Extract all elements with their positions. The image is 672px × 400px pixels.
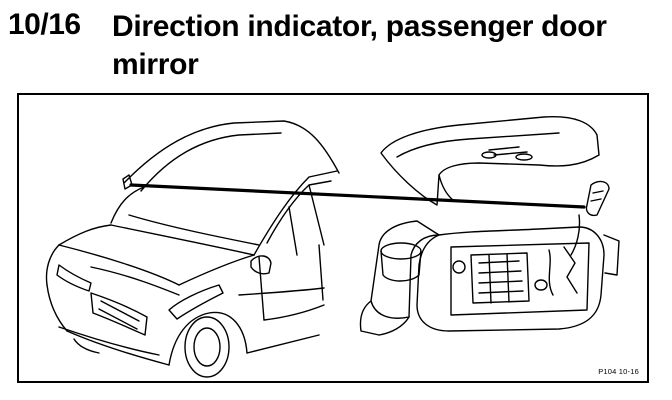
mirror-cover-drawing <box>380 116 610 217</box>
figure-code: P104 10-16 <box>598 367 639 376</box>
section-number: 10/16 <box>8 8 81 41</box>
car-mirror-illustration <box>45 116 620 378</box>
leader-line <box>129 183 586 209</box>
car-drawing <box>45 120 340 378</box>
page-heading: Direction indicator, passenger door mirr… <box>112 10 607 81</box>
mirror-base-drawing <box>359 214 620 336</box>
illustration-frame: P104 10-16 <box>17 93 649 383</box>
